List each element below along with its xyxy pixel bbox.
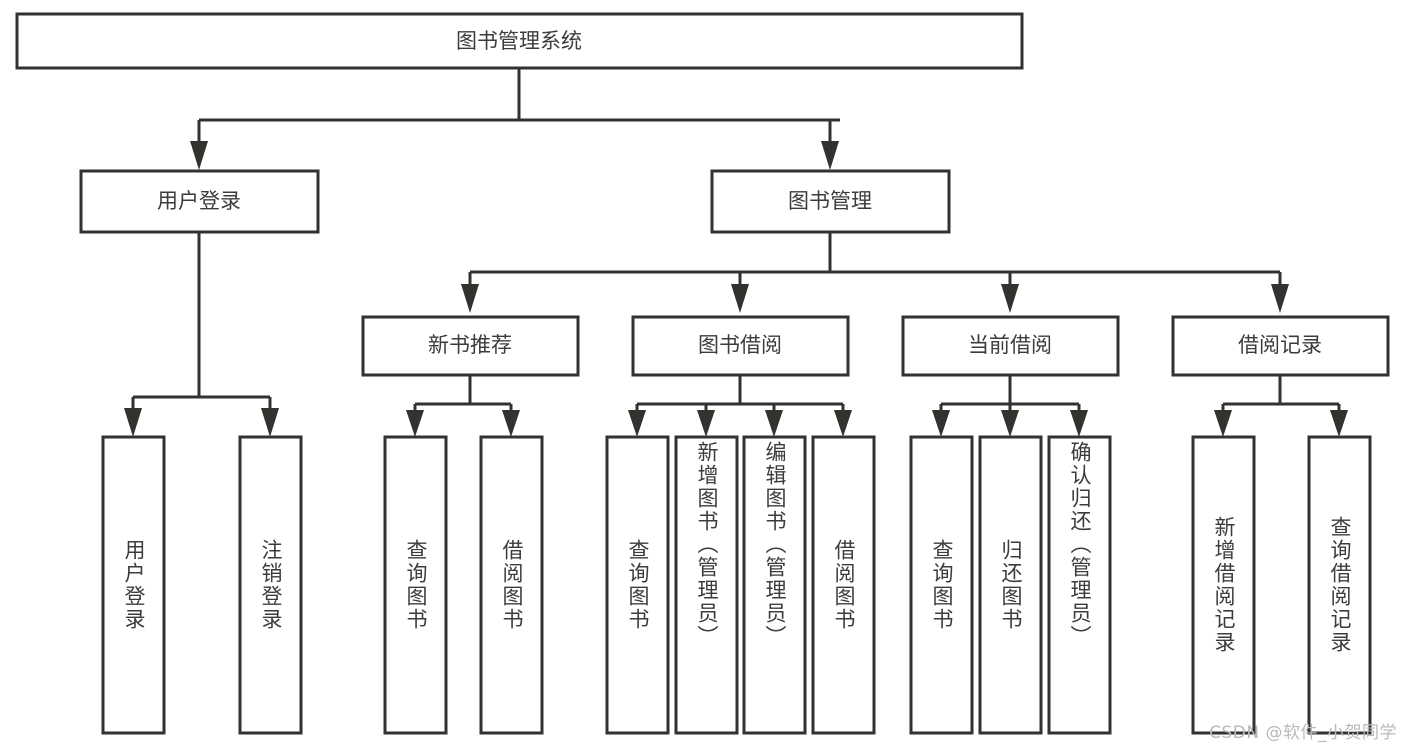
arrow-head-icon [461,284,479,313]
arrow-head-icon [821,141,839,170]
arrow-head-icon [261,408,279,437]
connector-bookmanage-to-level3 [461,233,1289,313]
node-new-book-recommend[interactable]: 新书推荐 [361,315,580,377]
arrow-head-icon [1001,410,1019,437]
node-leaf-user-logout[interactable] [238,435,303,735]
node-leaf-borrow-book-1[interactable] [479,435,544,735]
node-label: 当前借阅 [968,333,1052,357]
node-leaf-confirm-return[interactable] [1047,435,1112,735]
node-leaf-query-book-3[interactable] [909,435,974,735]
node-borrow-record[interactable]: 借阅记录 [1171,315,1390,377]
connector-root-to-level2 [190,68,840,170]
arrow-head-icon [502,410,520,437]
node-leaf-add-book[interactable] [674,435,739,735]
arrow-head-icon [697,410,715,437]
arrow-head-icon [834,410,852,437]
node-book-manage[interactable]: 图书管理 [710,169,951,234]
node-leaf-borrow-book-2[interactable] [811,435,876,735]
connector-recommend-to-leaves [406,376,520,437]
arrow-head-icon [1330,410,1348,437]
arrow-head-icon [731,284,749,313]
node-leaf-query-book-2[interactable] [605,435,670,735]
connector-borrow-to-leaves [628,376,852,437]
watermark-text: CSDN @软件_小贺同学 [1209,723,1397,743]
arrow-head-icon [406,410,424,437]
node-label: 图书管理系统 [456,29,582,53]
node-label: 新书推荐 [428,333,512,357]
node-book-management-system[interactable]: 图书管理系统 [15,12,1024,70]
arrow-head-icon [628,410,646,437]
arrow-head-icon [124,408,142,437]
node-leaf-query-book-1[interactable] [383,435,448,735]
node-current-borrow[interactable]: 当前借阅 [901,315,1120,377]
arrow-head-icon [1271,284,1289,313]
arrow-head-icon [932,410,950,437]
node-label: 图书借阅 [698,333,782,357]
node-label: 图书管理 [788,189,872,213]
node-book-borrow[interactable]: 图书借阅 [631,315,850,377]
node-leaf-return-book[interactable] [978,435,1043,735]
arrow-head-icon [190,141,208,170]
arrow-head-icon [1214,410,1232,437]
node-leaf-query-record[interactable] [1307,435,1372,735]
node-user-login[interactable]: 用户登录 [79,169,320,234]
node-label: 用户登录 [157,189,241,213]
arrow-head-icon [1070,410,1088,437]
connector-record-to-leaves [1214,376,1348,437]
connector-current-to-leaves [932,376,1088,437]
node-leaf-edit-book[interactable] [742,435,807,735]
node-leaf-add-record[interactable] [1191,435,1256,735]
arrow-head-icon [1001,284,1019,313]
connector-userlogin-to-leaves [124,233,279,437]
arrow-head-icon [765,410,783,437]
node-leaf-user-login[interactable] [101,435,166,735]
node-label: 借阅记录 [1238,333,1322,357]
